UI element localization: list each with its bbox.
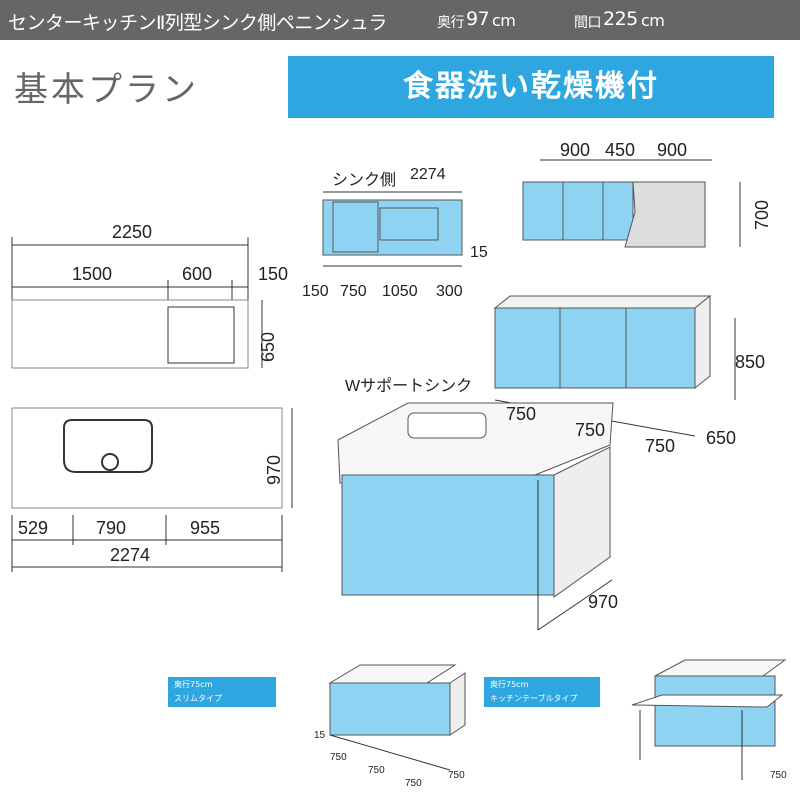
header-bar: センターキッチンⅡ列型シンク側ペニンシュラ 奥行 97 cm 間口 225 cm xyxy=(0,0,800,40)
sink-plan-seg3: 955 xyxy=(190,518,221,538)
wall-cab-w3: 900 xyxy=(657,140,688,160)
stove-plan-seg1: 1500 xyxy=(72,264,113,284)
plan-title: 基本プラン xyxy=(14,70,199,110)
wall-cab-w2: 450 xyxy=(605,140,636,160)
variant-slim-w2: 750 xyxy=(368,765,385,776)
stove-plan-depth: 650 xyxy=(258,331,278,362)
variant-table-depth: 750 xyxy=(770,770,787,781)
island-sink-label: Wサポートシンク xyxy=(345,378,473,395)
depth-label: 奥行 xyxy=(437,15,465,31)
variant-slim-label: 奥行75cm スリムタイプ xyxy=(168,677,276,707)
stove-cab-depth: 650 xyxy=(706,428,737,448)
island-depth: 970 xyxy=(588,592,619,612)
width-label: 間口 xyxy=(574,15,602,31)
stove-cab-w3: 750 xyxy=(645,436,676,456)
sink-front-seg1: 150 xyxy=(302,283,329,300)
sink-plan-depth: 970 xyxy=(264,454,284,485)
sink-plan-total: 2274 xyxy=(110,545,151,565)
variant-table-label-line2: キッチンテーブルタイプ xyxy=(490,694,578,703)
sink-front-seg2: 750 xyxy=(340,283,367,300)
depth-value: 97 xyxy=(466,8,490,30)
header-title: センターキッチンⅡ列型シンク側ペニンシュラ xyxy=(8,12,387,34)
sink-front-seg4: 300 xyxy=(436,283,463,300)
sink-front-gap: 15 xyxy=(470,244,488,261)
variant-slim-label-line1: 奥行75cm xyxy=(174,680,213,689)
stove-plan-seg3: 150 xyxy=(258,264,289,284)
variant-slim-w1: 750 xyxy=(330,752,347,763)
sink-front-total: 2274 xyxy=(410,166,446,183)
depth-unit: cm xyxy=(492,11,516,30)
variant-table-label-line1: 奥行75cm xyxy=(490,680,529,689)
variant-slim-depth: 750 xyxy=(448,770,465,781)
stove-plan-total: 2250 xyxy=(112,222,153,242)
sink-plan-seg2: 790 xyxy=(96,518,127,538)
stove-plan-seg2: 600 xyxy=(182,264,213,284)
sink-plan-seg1: 529 xyxy=(18,518,49,538)
sink-front-seg3: 1050 xyxy=(382,283,418,300)
wall-cab-height: 700 xyxy=(752,199,772,230)
stove-cab-w1: 750 xyxy=(506,404,537,424)
wall-cab-w1: 900 xyxy=(560,140,591,160)
stove-cab-height: 850 xyxy=(735,352,766,372)
stove-cab-w2: 750 xyxy=(575,420,606,440)
width-value: 225 xyxy=(603,8,638,30)
width-unit: cm xyxy=(641,11,665,30)
variant-table-label: 奥行75cm キッチンテーブルタイプ xyxy=(484,677,600,707)
variant-slim-gap: 15 xyxy=(314,730,326,741)
variant-slim-label-line2: スリムタイプ xyxy=(174,694,222,703)
option-banner: 食器洗い乾燥機付 xyxy=(288,56,774,118)
sink-front-label: シンク側 xyxy=(332,172,397,189)
variant-slim-w3: 750 xyxy=(405,778,422,789)
